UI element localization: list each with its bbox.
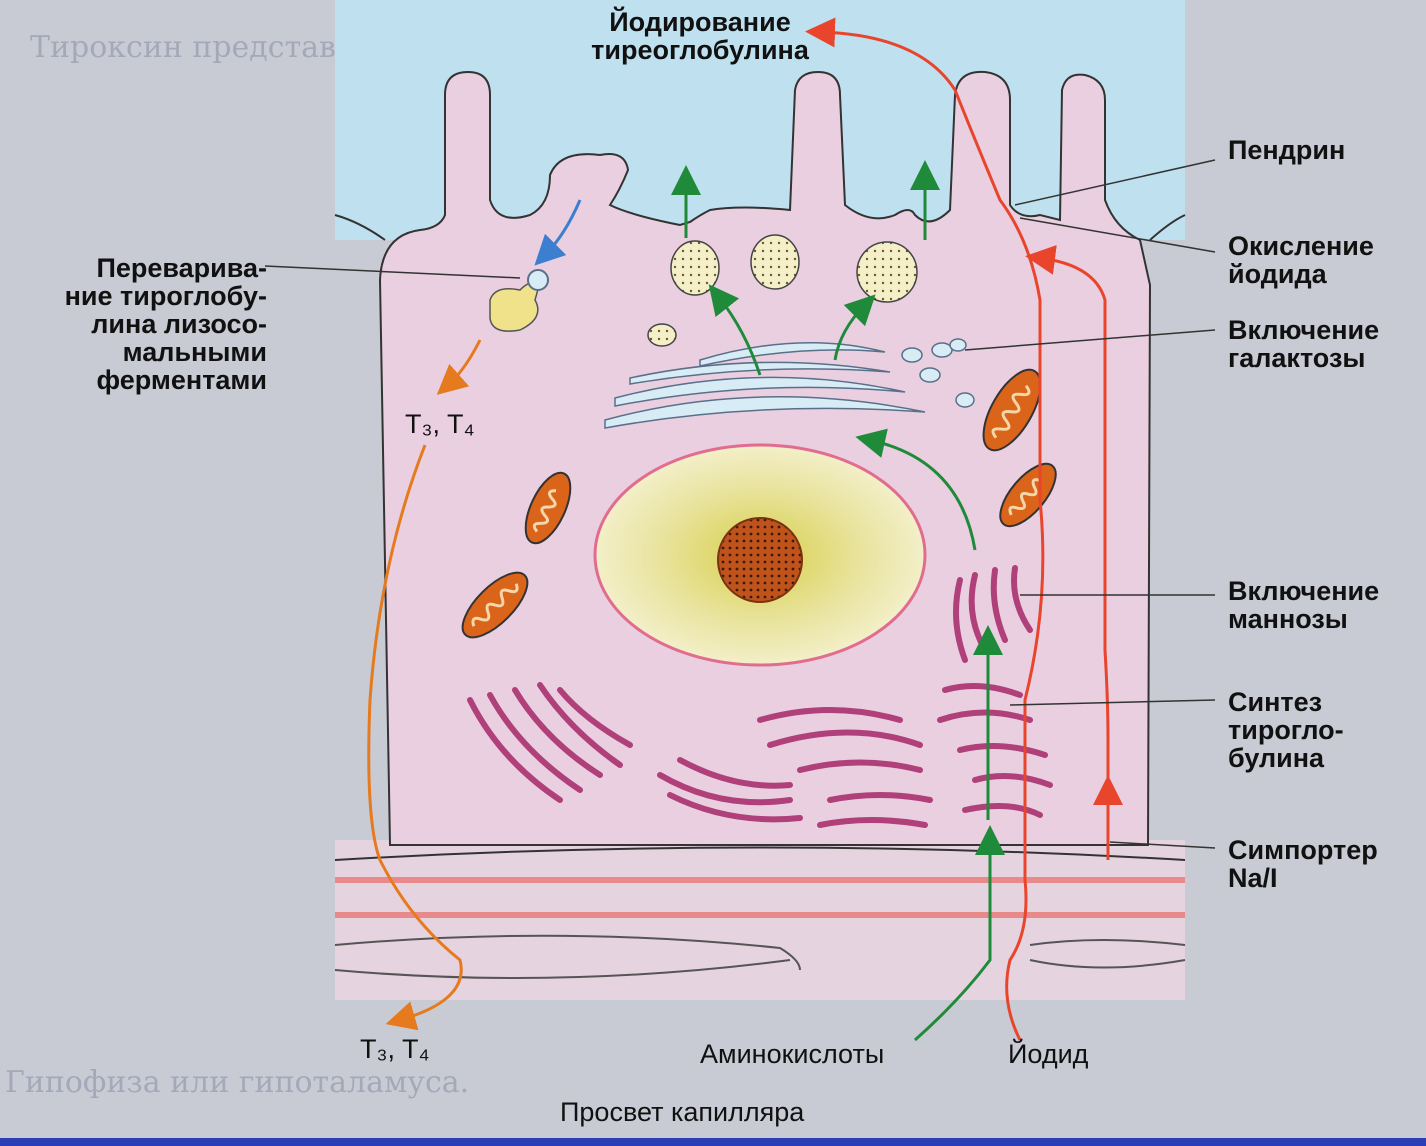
secretory-vesicle (671, 241, 719, 295)
label-capillary-lumen: Просвет капилляра (560, 1098, 804, 1126)
label-amino-acids: Аминокислоты (700, 1040, 884, 1068)
secretory-vesicle (857, 242, 917, 302)
nucleolus (718, 518, 802, 602)
label-t3t4-upper: T₃, T₄ (405, 410, 475, 438)
capillary-region (335, 840, 1185, 1000)
bottom-bar (0, 1138, 1426, 1146)
lysosome-vesicle (528, 270, 548, 290)
label-iodide: Йодид (1008, 1040, 1088, 1068)
secretory-vesicle (751, 235, 799, 289)
label-t3t4-lower: T₃, T₄ (360, 1035, 430, 1063)
label-pendrin: Пендрин (1228, 136, 1345, 164)
label-lysosomal-digestion: Перевари­ва-ние тирогло­бу-лина лизосо-м… (5, 254, 267, 394)
secretory-vesicle (648, 324, 676, 346)
